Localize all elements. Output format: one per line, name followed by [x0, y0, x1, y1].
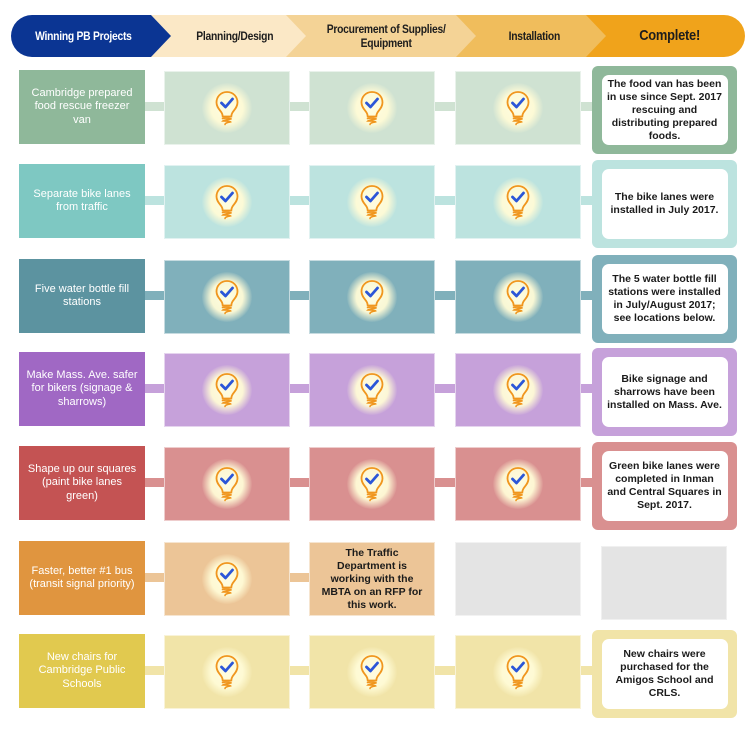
- project-name: Shape up our squares (paint bike lanes g…: [19, 446, 145, 520]
- lightbulb-check-icon: [202, 365, 252, 415]
- stage-planning-design: [164, 353, 290, 427]
- header-label: Planning/Design: [196, 29, 274, 43]
- lightbulb-check-icon: [493, 647, 543, 697]
- stage-planning-design: [164, 447, 290, 521]
- lightbulb-check-icon: [493, 177, 543, 227]
- complete-status-text: The food van has been in use since Sept.…: [601, 75, 728, 145]
- lightbulb-check-icon: [347, 365, 397, 415]
- stage-procurement: [309, 635, 435, 709]
- complete-box: New chairs were purchased for the Amigos…: [592, 630, 737, 718]
- project-row: Shape up our squares (paint bike lanes g…: [0, 442, 752, 530]
- lightbulb-check-icon: [347, 83, 397, 133]
- lightbulb-check-icon: [202, 459, 252, 509]
- lightbulb-check-icon: [202, 647, 252, 697]
- project-name: New chairs for Cambridge Public Schools: [19, 634, 145, 708]
- lightbulb-check-icon: [202, 177, 252, 227]
- lightbulb-check-icon: [202, 554, 252, 604]
- lightbulb-check-icon: [347, 459, 397, 509]
- project-row: New chairs for Cambridge Public Schools …: [0, 630, 752, 718]
- header-planning-design: Planning/Design: [151, 15, 306, 57]
- lightbulb-check-icon: [493, 365, 543, 415]
- header-label: Complete!: [639, 27, 701, 44]
- stage-procurement: [309, 260, 435, 334]
- complete-box: The bike lanes were installed in July 20…: [592, 160, 737, 248]
- stage-procurement: The Traffic Department is working with t…: [309, 542, 435, 616]
- stage-planning-design: [164, 260, 290, 334]
- lightbulb-check-icon: [493, 459, 543, 509]
- complete-status-text: The 5 water bottle fill stations were in…: [601, 264, 728, 334]
- complete-status-text: Bike signage and sharrows have been inst…: [601, 357, 728, 427]
- complete-status-text: New chairs were purchased for the Amigos…: [601, 639, 728, 709]
- lightbulb-check-icon: [347, 177, 397, 227]
- stage-installation: [455, 165, 581, 239]
- stage-installation: [455, 260, 581, 334]
- stage-planning-design: [164, 635, 290, 709]
- project-row: Five water bottle fill stations The 5 wa…: [0, 255, 752, 343]
- stage-planning-design: [164, 71, 290, 145]
- complete-box-empty: [601, 546, 727, 620]
- lightbulb-check-icon: [347, 647, 397, 697]
- project-name: Separate bike lanes from traffic: [19, 164, 145, 238]
- complete-box: The food van has been in use since Sept.…: [592, 66, 737, 154]
- stage-installation: [455, 71, 581, 145]
- project-row: Cambridge prepared food rescue freezer v…: [0, 66, 752, 154]
- project-name: Make Mass. Ave. safer for bikers (signag…: [19, 352, 145, 426]
- project-row: Separate bike lanes from traffic The bik…: [0, 160, 752, 248]
- stage-installation: [455, 353, 581, 427]
- header-complete: Complete!: [586, 15, 745, 57]
- header-label: Procurement of Supplies/ Equipment: [326, 22, 446, 50]
- stage-header: Winning PB Projects Planning/Design Proc…: [11, 15, 745, 57]
- lightbulb-check-icon: [493, 272, 543, 322]
- header-installation: Installation: [456, 15, 606, 57]
- stage-planning-design: [164, 542, 290, 616]
- complete-status-text: Green bike lanes were completed in Inman…: [601, 451, 728, 521]
- header-procurement: Procurement of Supplies/ Equipment: [286, 15, 476, 57]
- stage-installation: [455, 542, 581, 616]
- stage-procurement: [309, 353, 435, 427]
- complete-status-text: The bike lanes were installed in July 20…: [601, 169, 728, 239]
- stage-installation: [455, 447, 581, 521]
- project-name: Five water bottle fill stations: [19, 259, 145, 333]
- stage-installation: [455, 635, 581, 709]
- stage-procurement: [309, 71, 435, 145]
- stage-procurement: [309, 447, 435, 521]
- complete-box: Bike signage and sharrows have been inst…: [592, 348, 737, 436]
- stage-status-text: The Traffic Department is working with t…: [321, 546, 423, 611]
- header-label: Installation: [508, 29, 561, 43]
- stage-planning-design: [164, 165, 290, 239]
- header-label: Winning PB Projects: [35, 29, 132, 43]
- project-row: Faster, better #1 bus (transit signal pr…: [0, 537, 752, 620]
- project-row: Make Mass. Ave. safer for bikers (signag…: [0, 348, 752, 436]
- project-name: Cambridge prepared food rescue freezer v…: [19, 70, 145, 144]
- header-winning-projects: Winning PB Projects: [11, 15, 171, 57]
- complete-box: The 5 water bottle fill stations were in…: [592, 255, 737, 343]
- lightbulb-check-icon: [347, 272, 397, 322]
- lightbulb-check-icon: [202, 83, 252, 133]
- complete-box: Green bike lanes were completed in Inman…: [592, 442, 737, 530]
- project-name: Faster, better #1 bus (transit signal pr…: [19, 541, 145, 615]
- stage-procurement: [309, 165, 435, 239]
- lightbulb-check-icon: [202, 272, 252, 322]
- lightbulb-check-icon: [493, 83, 543, 133]
